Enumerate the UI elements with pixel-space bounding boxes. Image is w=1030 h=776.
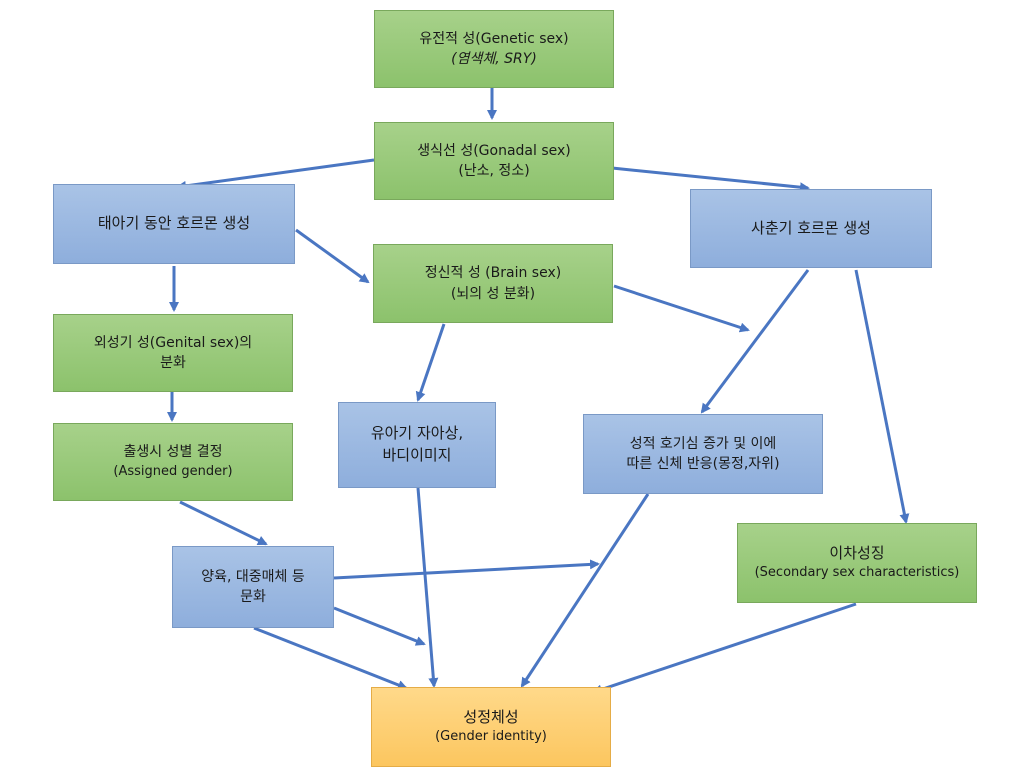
arrow-culture-to-identity-a [333, 606, 426, 646]
node-secondary-sex: 이차성징 (Secondary sex characteristics) [737, 523, 977, 603]
node-brain-sex-subtitle: (뇌의 성 분화) [450, 285, 536, 302]
arrow-fetal-hormone-to-brain [295, 228, 370, 284]
node-genetic-sex: 유전적 성(Genetic sex) (염색체, SRY) [374, 10, 614, 88]
arrow-puberty-to-sexual-interest [700, 269, 810, 414]
node-fetal-hormone-title: 태아기 동안 호르몬 생성 [97, 214, 251, 233]
node-brain-sex-title: 정신적 성 (Brain sex) [424, 265, 562, 282]
arrow-body-image-to-identity [416, 487, 439, 688]
node-sexual-interest-title: 성적 호기심 증가 및 이에 [629, 435, 777, 452]
arrow-brain-to-body-image [415, 323, 446, 402]
node-genital-sex: 외성기 성(Genital sex)의 분화 [53, 314, 293, 392]
arrow-puberty-to-secondary [854, 269, 910, 524]
node-puberty-hormone-title: 사춘기 호르몬 생성 [751, 218, 871, 237]
node-gender-identity-subtitle: (Gender identity) [435, 729, 547, 745]
arrow-gonadal-to-fetal-hormone [176, 158, 375, 191]
node-gonadal-sex-subtitle: (난소, 정소) [458, 163, 530, 179]
node-culture-title: 양육, 대중매체 등 [201, 568, 305, 585]
node-secondary-sex-title: 이차성징 [829, 543, 885, 562]
arrow-brain-to-sexual-interest [613, 284, 750, 333]
node-culture-subtitle: 문화 [240, 589, 266, 605]
node-assigned-gender-subtitle: (Assigned gender) [113, 463, 233, 479]
node-genital-sex-subtitle: 분화 [160, 355, 186, 371]
node-gender-identity: 성정체성 (Gender identity) [371, 687, 611, 767]
arrow-culture-to-sexual-interest [333, 559, 600, 580]
node-puberty-hormone: 사춘기 호르몬 생성 [690, 189, 932, 268]
node-sexual-interest: 성적 호기심 증가 및 이에 따른 신체 반응(몽정,자위) [583, 414, 823, 494]
node-genetic-sex-title: 유전적 성(Genetic sex) [419, 30, 569, 47]
node-assigned-gender-title: 출생시 성별 결정 [123, 444, 223, 461]
node-genital-sex-title: 외성기 성(Genital sex)의 [93, 334, 253, 351]
node-culture: 양육, 대중매체 등 문화 [172, 546, 334, 628]
node-body-image-title: 유아기 자아상, [370, 424, 464, 443]
node-sexual-interest-subtitle: 따른 신체 반응(몽정,자위) [626, 456, 780, 472]
node-assigned-gender: 출생시 성별 결정 (Assigned gender) [53, 423, 293, 501]
node-gonadal-sex: 생식선 성(Gonadal sex) (난소, 정소) [374, 122, 614, 200]
node-gonadal-sex-title: 생식선 성(Gonadal sex) [417, 142, 571, 159]
node-secondary-sex-subtitle: (Secondary sex characteristics) [754, 565, 960, 581]
node-body-image-subtitle: 바디이미지 [382, 446, 452, 464]
node-gender-identity-title: 성정체성 [463, 707, 519, 726]
node-brain-sex: 정신적 성 (Brain sex) (뇌의 성 분화) [373, 244, 613, 323]
node-genetic-sex-subtitle: (염색체, SRY) [451, 51, 537, 67]
node-body-image: 유아기 자아상, 바디이미지 [338, 402, 496, 488]
arrow-culture-to-identity-b [253, 626, 408, 690]
node-fetal-hormone: 태아기 동안 호르몬 생성 [53, 184, 295, 264]
arrow-gonadal-to-puberty-hormone [611, 166, 810, 193]
arrow-secondary-to-identity [592, 602, 857, 695]
arrow-assigned-to-culture [179, 500, 268, 546]
arrow-sexual-interest-to-identity [520, 493, 650, 688]
